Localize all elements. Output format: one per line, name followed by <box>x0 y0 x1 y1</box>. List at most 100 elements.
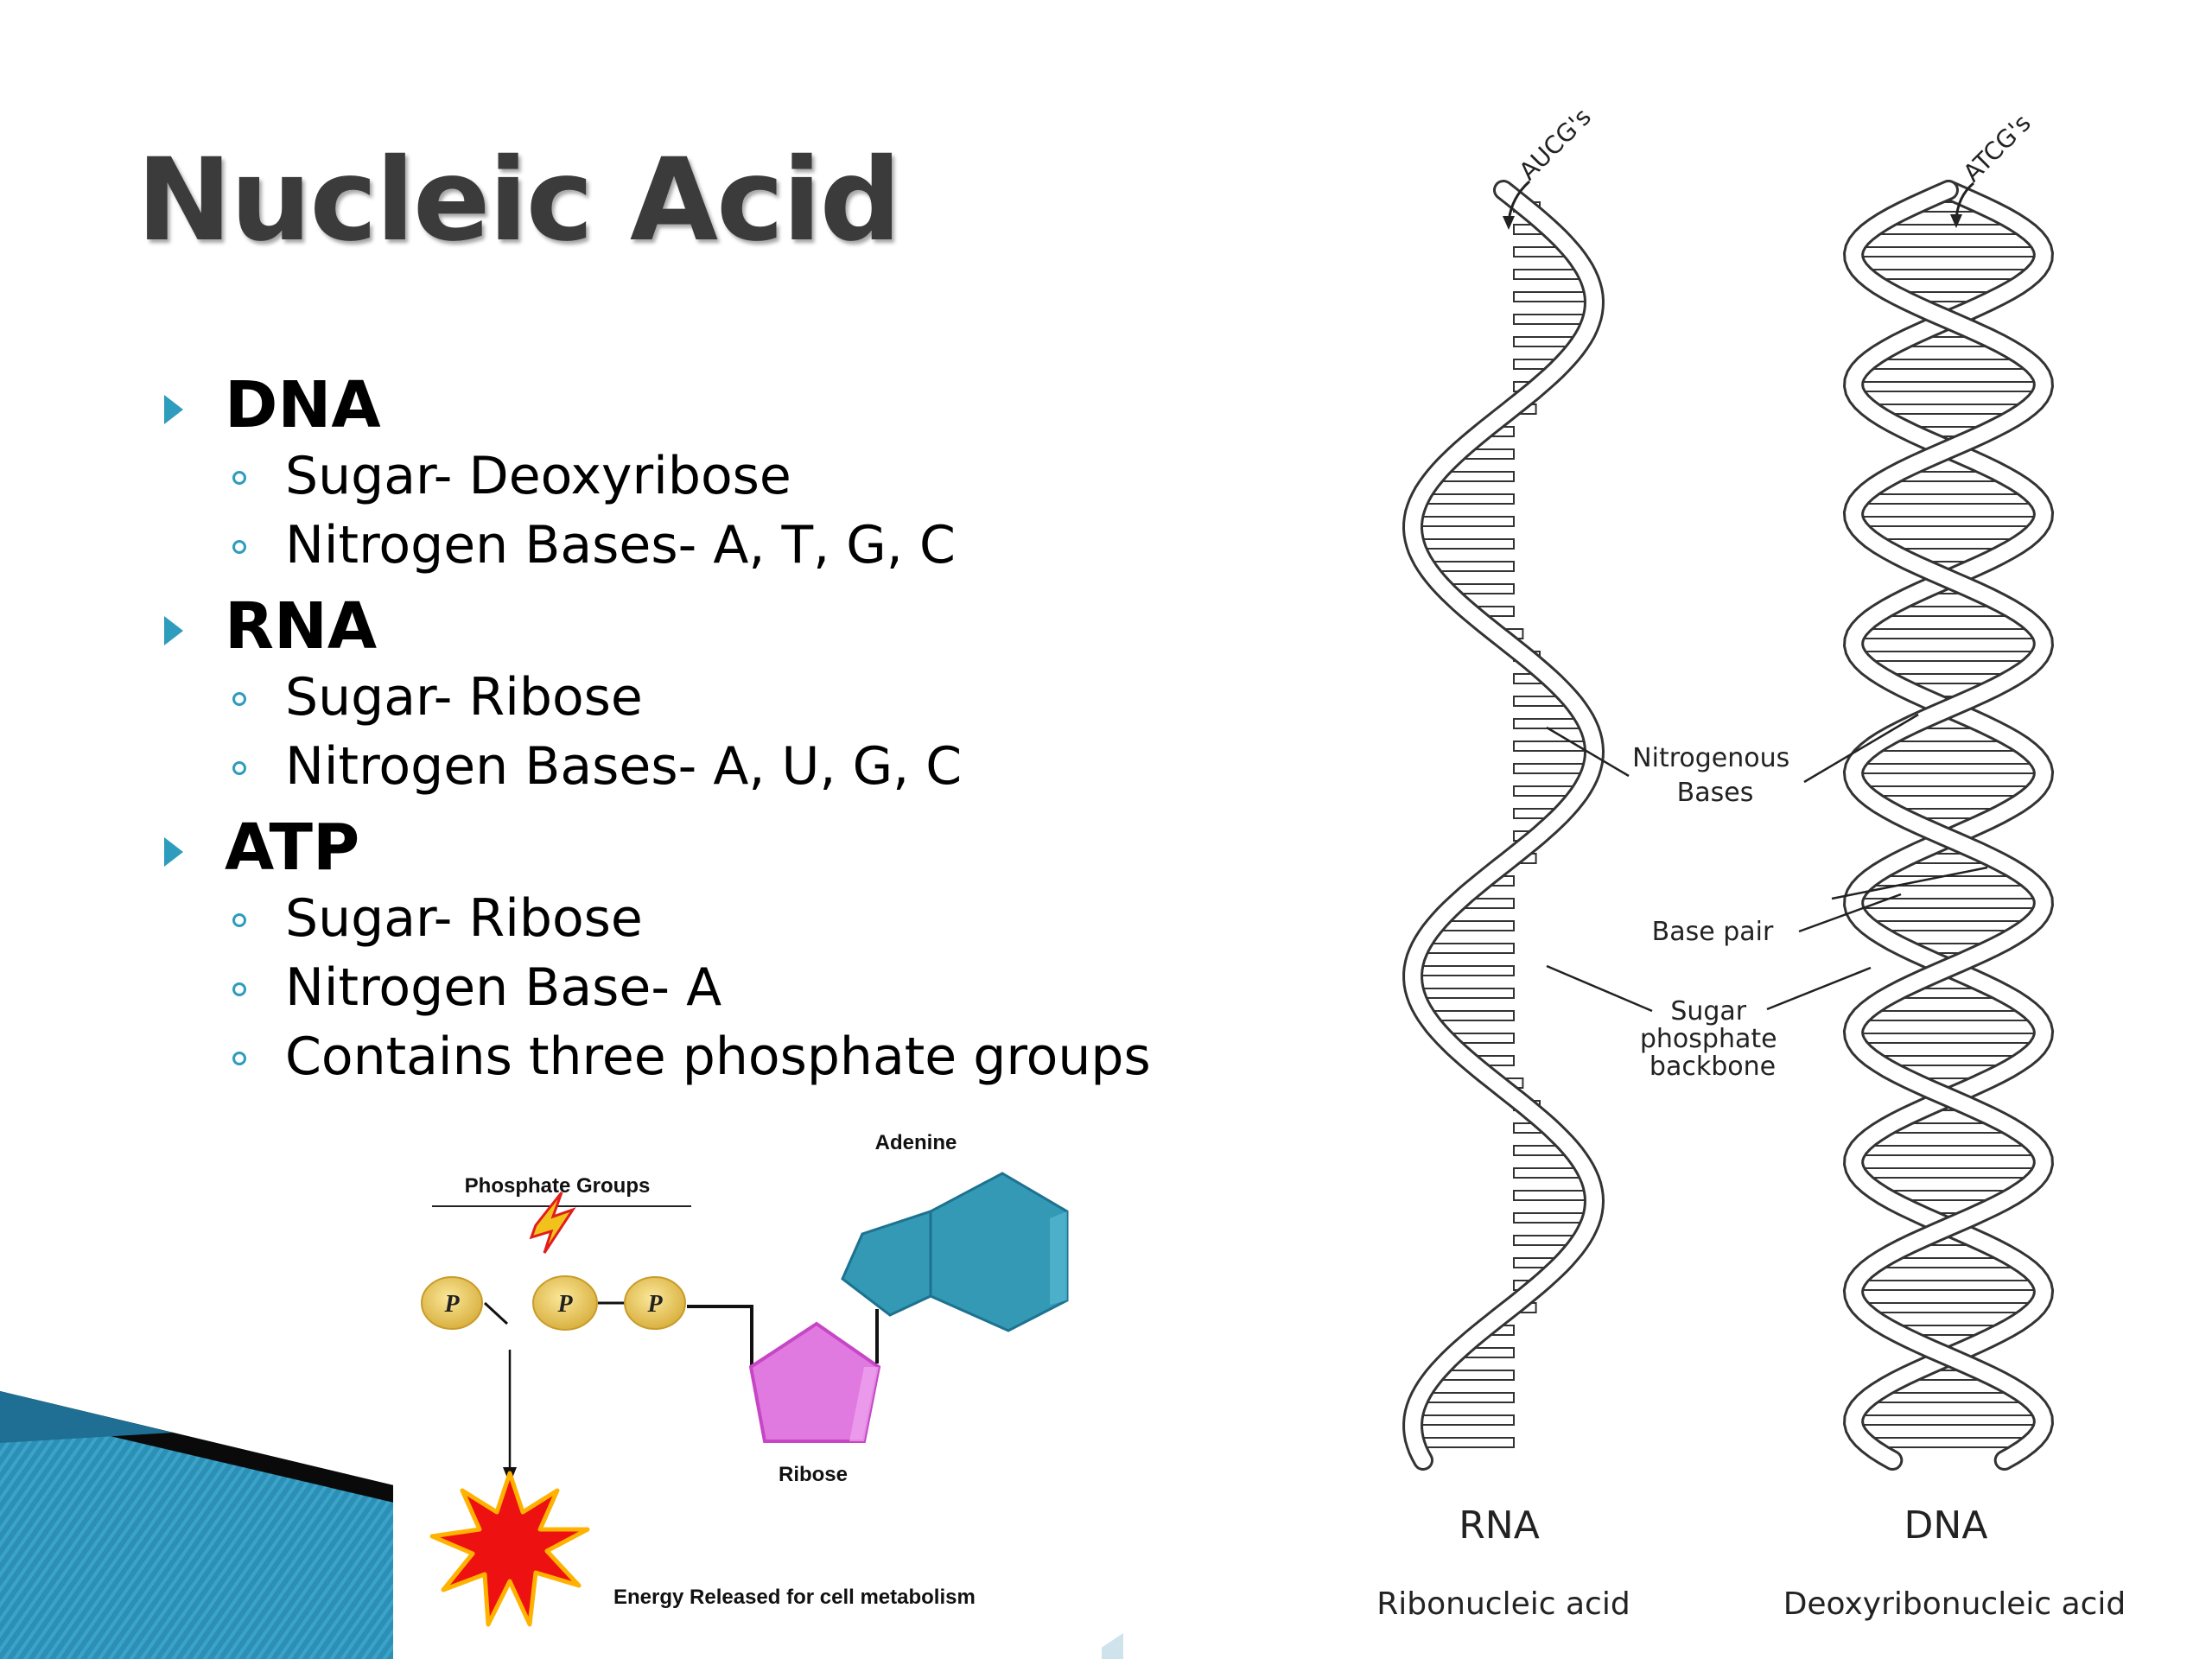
base-rung <box>1418 943 1515 954</box>
phosphate-group: P <box>624 1276 686 1330</box>
sub-bullet-text: Contains three phosphate groups <box>285 1027 1151 1087</box>
sub-bullet: Sugar- Ribose <box>156 884 1279 953</box>
sub-bullet-text: Nitrogen Bases- A, T, G, C <box>285 515 956 575</box>
label-backdrop <box>1635 994 1790 1097</box>
bond-line <box>483 1301 509 1325</box>
triangle-bullet-icon <box>164 395 183 424</box>
bullet-heading: RNA <box>225 589 378 664</box>
pointer-line <box>1798 893 1902 933</box>
base-rung <box>1412 516 1515 527</box>
adenine-label: Adenine <box>875 1131 957 1154</box>
phosphate-symbol: P <box>556 1291 573 1318</box>
helix-diagram: AUCG's ATCG's Nitrogenous Bases Base pai… <box>1313 78 2177 1659</box>
dna-helix <box>1842 180 2055 1471</box>
base-rung <box>1858 493 2039 505</box>
base-rung <box>1414 538 1515 550</box>
sub-bullet: Sugar- Deoxyribose <box>156 442 1279 511</box>
ring-bullet-icon <box>232 1052 246 1065</box>
sub-bullet: Nitrogen Bases- A, T, G, C <box>156 511 1279 580</box>
lightning-icon <box>529 1192 576 1254</box>
corner-stripe-wedge <box>0 1391 397 1659</box>
label-line: phosphate <box>1640 1024 1777 1054</box>
base-rung <box>1859 1302 2037 1313</box>
base-rung <box>1859 1010 2037 1021</box>
base-rung <box>1412 965 1515 976</box>
base-rung <box>1853 1033 2044 1044</box>
label-line: backbone <box>1649 1052 1776 1082</box>
label-backdrop <box>1629 736 1802 804</box>
backbone-strand <box>1845 182 2051 1468</box>
sub-bullet: Nitrogen Bases- A, U, G, C <box>156 732 1279 801</box>
sub-bullet-text: Sugar- Deoxyribose <box>285 446 791 506</box>
pointer-line <box>1546 964 1653 1013</box>
base-rung <box>1853 381 2044 392</box>
energy-burst-icon <box>429 1471 590 1627</box>
base-rung <box>1853 516 2044 527</box>
rna-label: RNA <box>1459 1503 1540 1548</box>
backbone-label: Sugar phosphate backbone <box>1640 996 1785 1082</box>
triangle-bullet-icon <box>164 616 183 645</box>
base-rung <box>1865 875 2032 887</box>
ring-bullet-icon <box>232 982 246 996</box>
base-rung <box>1863 359 2034 370</box>
base-rung <box>1414 988 1515 999</box>
bullet-heading: DNA <box>225 368 381 442</box>
bond-line <box>687 1305 753 1365</box>
base-rung <box>1853 898 2044 909</box>
sub-bullet: Nitrogen Base- A <box>156 953 1279 1022</box>
base-rung <box>1854 628 2043 639</box>
pointer-line <box>1831 866 1988 900</box>
phosphate-symbol: P <box>646 1291 663 1318</box>
pointer-line <box>1803 713 1919 784</box>
phosphate-group: P <box>421 1276 483 1330</box>
ribose-label: Ribose <box>779 1463 848 1486</box>
sub-bullet-text: Nitrogen Base- A <box>285 957 722 1018</box>
ribose-pentagon <box>748 1321 881 1443</box>
sub-bullet-text: Nitrogen Bases- A, U, G, C <box>285 736 963 797</box>
atp-diagram: Phosphate Groups P P P Energy Released f… <box>393 1123 1102 1659</box>
energy-released-label: Energy Released for cell metabolism <box>613 1586 976 1609</box>
ring-bullet-icon <box>232 761 246 775</box>
base-rung <box>1513 1190 1595 1201</box>
phosphate-group: P <box>532 1275 598 1331</box>
base-rung <box>1865 1437 2032 1448</box>
adenine-pentagon <box>841 1209 932 1317</box>
backbone-strand <box>1846 182 2052 1468</box>
label-backdrop <box>1643 912 1782 946</box>
ring-bullet-icon <box>232 471 246 485</box>
bullet-atp: ATP <box>156 811 1279 884</box>
base-rung <box>1414 1437 1515 1448</box>
base-rung <box>1853 246 2044 257</box>
label-line: Bases <box>1677 778 1754 808</box>
sub-bullet-text: Sugar- Ribose <box>285 667 643 728</box>
base-rung <box>1853 1280 2044 1291</box>
base-rung <box>1853 763 2044 774</box>
phosphate-groups-label: Phosphate Groups <box>465 1174 651 1198</box>
bullet-rna: RNA <box>156 590 1279 663</box>
label-line: Nitrogenous <box>1632 743 1789 773</box>
bullet-list: DNA Sugar- Deoxyribose Nitrogen Bases- A… <box>156 359 1279 1091</box>
bullet-heading: ATP <box>225 810 360 885</box>
arrowhead-icon <box>1950 214 1962 228</box>
ring-bullet-icon <box>232 913 246 927</box>
slide-title: Nucleic Acid <box>137 134 901 267</box>
base-rung <box>1863 269 2034 280</box>
arrowhead-icon <box>1503 216 1515 230</box>
base-rung <box>1513 291 1595 302</box>
sub-bullet: Contains three phosphate groups <box>156 1022 1279 1091</box>
label-line: Sugar <box>1670 996 1746 1027</box>
backbone-strand <box>1404 182 1603 1468</box>
base-rung <box>1853 1414 2044 1426</box>
rna-fullname: Ribonucleic acid <box>1376 1586 1630 1622</box>
base-pair-label: Base pair <box>1652 917 1774 947</box>
bullet-dna: DNA <box>156 369 1279 442</box>
ring-bullet-icon <box>232 540 246 554</box>
base-rung <box>1418 1392 1515 1403</box>
sub-bullet-text: Sugar- Ribose <box>285 888 643 949</box>
ring-bullet-icon <box>232 692 246 706</box>
sub-bullet: Sugar- Ribose <box>156 663 1279 732</box>
base-rung <box>1861 785 2036 797</box>
phosphate-symbol: P <box>443 1291 460 1318</box>
adenine-shade <box>1050 1211 1067 1305</box>
pointer-line <box>1546 726 1630 778</box>
